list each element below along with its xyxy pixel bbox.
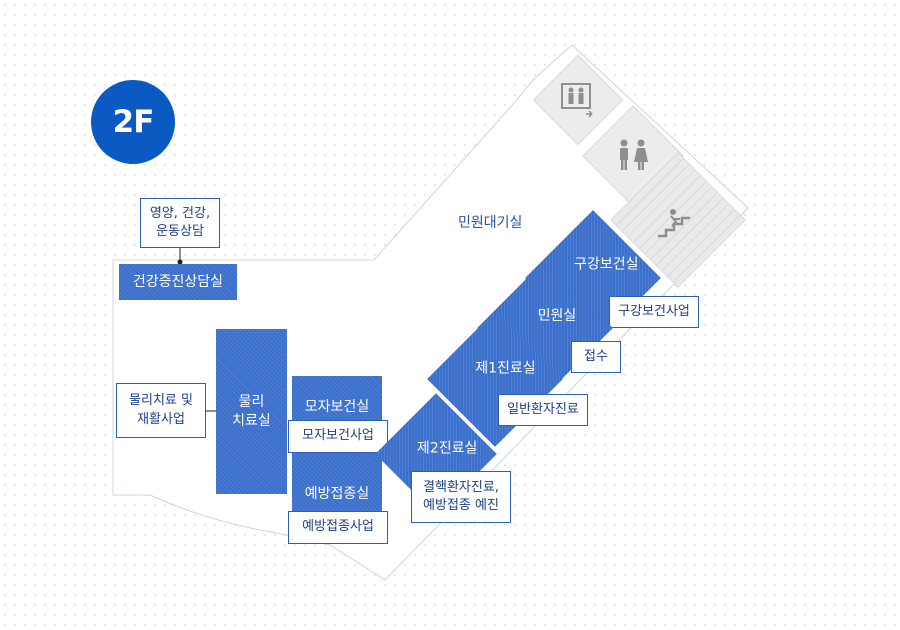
maternal-program-tag: 모자보건사업 bbox=[288, 420, 388, 453]
stairs-icon bbox=[656, 206, 696, 242]
physio-room[interactable]: 물리 치료실 bbox=[216, 329, 287, 494]
tb-care-tag: 결핵환자진료, 예방접종 예진 bbox=[411, 471, 511, 523]
floor-badge: 2F bbox=[91, 80, 175, 164]
health-consult-room[interactable]: 건강증진상담실 bbox=[119, 264, 237, 300]
vaccination-program-tag: 예방접종사업 bbox=[288, 511, 388, 544]
general-care-tag: 일반환자진료 bbox=[498, 394, 588, 426]
nutrition-consult-tag: 영양, 건강, 운동상담 bbox=[140, 198, 220, 248]
vaccination-room[interactable]: 예방접종실 bbox=[292, 453, 382, 511]
waiting-room-label: 민원대기실 bbox=[458, 215, 523, 231]
dental-program-tag: 구강보건사업 bbox=[609, 296, 699, 328]
reception-tag: 접수 bbox=[571, 341, 621, 373]
elevator-icon bbox=[556, 78, 600, 122]
physio-rehab-tag: 물리치료 및 재활사업 bbox=[116, 383, 206, 438]
restroom-icon bbox=[611, 134, 655, 178]
